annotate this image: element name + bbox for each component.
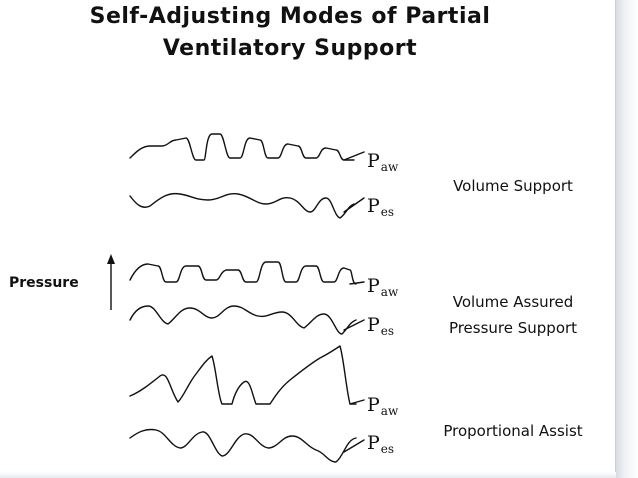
- mode2-paw-label: Paw: [367, 275, 399, 299]
- mode2-pes-label: Pes: [367, 314, 395, 338]
- mode3-pes-connector: [343, 439, 365, 453]
- mode1-label: Volume Support: [453, 177, 573, 195]
- mode2-paw-connector: [349, 281, 365, 285]
- slide-right-border: [615, 0, 638, 478]
- mode1-pes-connector: [343, 197, 365, 213]
- mode3-pes-wave: [129, 428, 357, 463]
- mode2-pes-connector: [343, 319, 365, 331]
- title-line-2: Ventilatory Support: [162, 36, 418, 61]
- mode1-paw-label: Paw: [367, 150, 399, 174]
- mode1-paw-connector: [343, 151, 365, 161]
- mode1-pes-label: Pes: [367, 195, 395, 219]
- mode2-pes-wave: [129, 305, 357, 335]
- mode1-paw-wave: [129, 133, 355, 161]
- pressure-axis-label: Pressure: [9, 275, 79, 291]
- mode3-pes-label: Pes: [367, 432, 395, 456]
- mode3-paw-label: Paw: [367, 394, 399, 418]
- mode2-paw-wave: [129, 261, 357, 285]
- mode2-label: Volume Assured Pressure Support: [448, 293, 578, 337]
- slide-bottom-border: [0, 472, 616, 478]
- mode3-paw-connector: [349, 399, 365, 405]
- mode1-pes-wave: [129, 192, 355, 219]
- mode3-paw-wave: [129, 345, 357, 405]
- mode3-label: Proportional Assist: [443, 422, 583, 440]
- title-line-1: Self-Adjusting Modes of Partial: [89, 4, 491, 29]
- up-arrow-icon: [107, 254, 115, 310]
